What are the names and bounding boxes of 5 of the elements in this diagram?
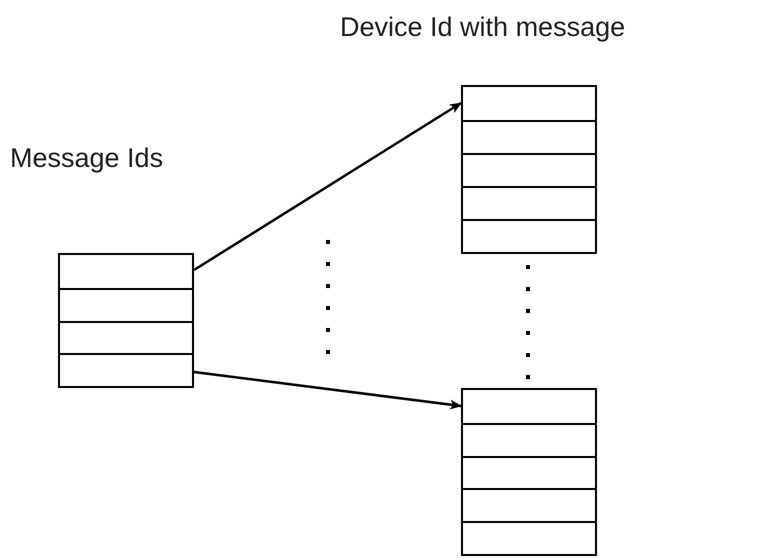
table-drawing — [461, 388, 597, 556]
arrow — [193, 102, 462, 272]
table-heading: Device Id with message — [340, 11, 626, 44]
table-heading: Message Ids — [10, 142, 164, 175]
arrow — [194, 370, 462, 410]
